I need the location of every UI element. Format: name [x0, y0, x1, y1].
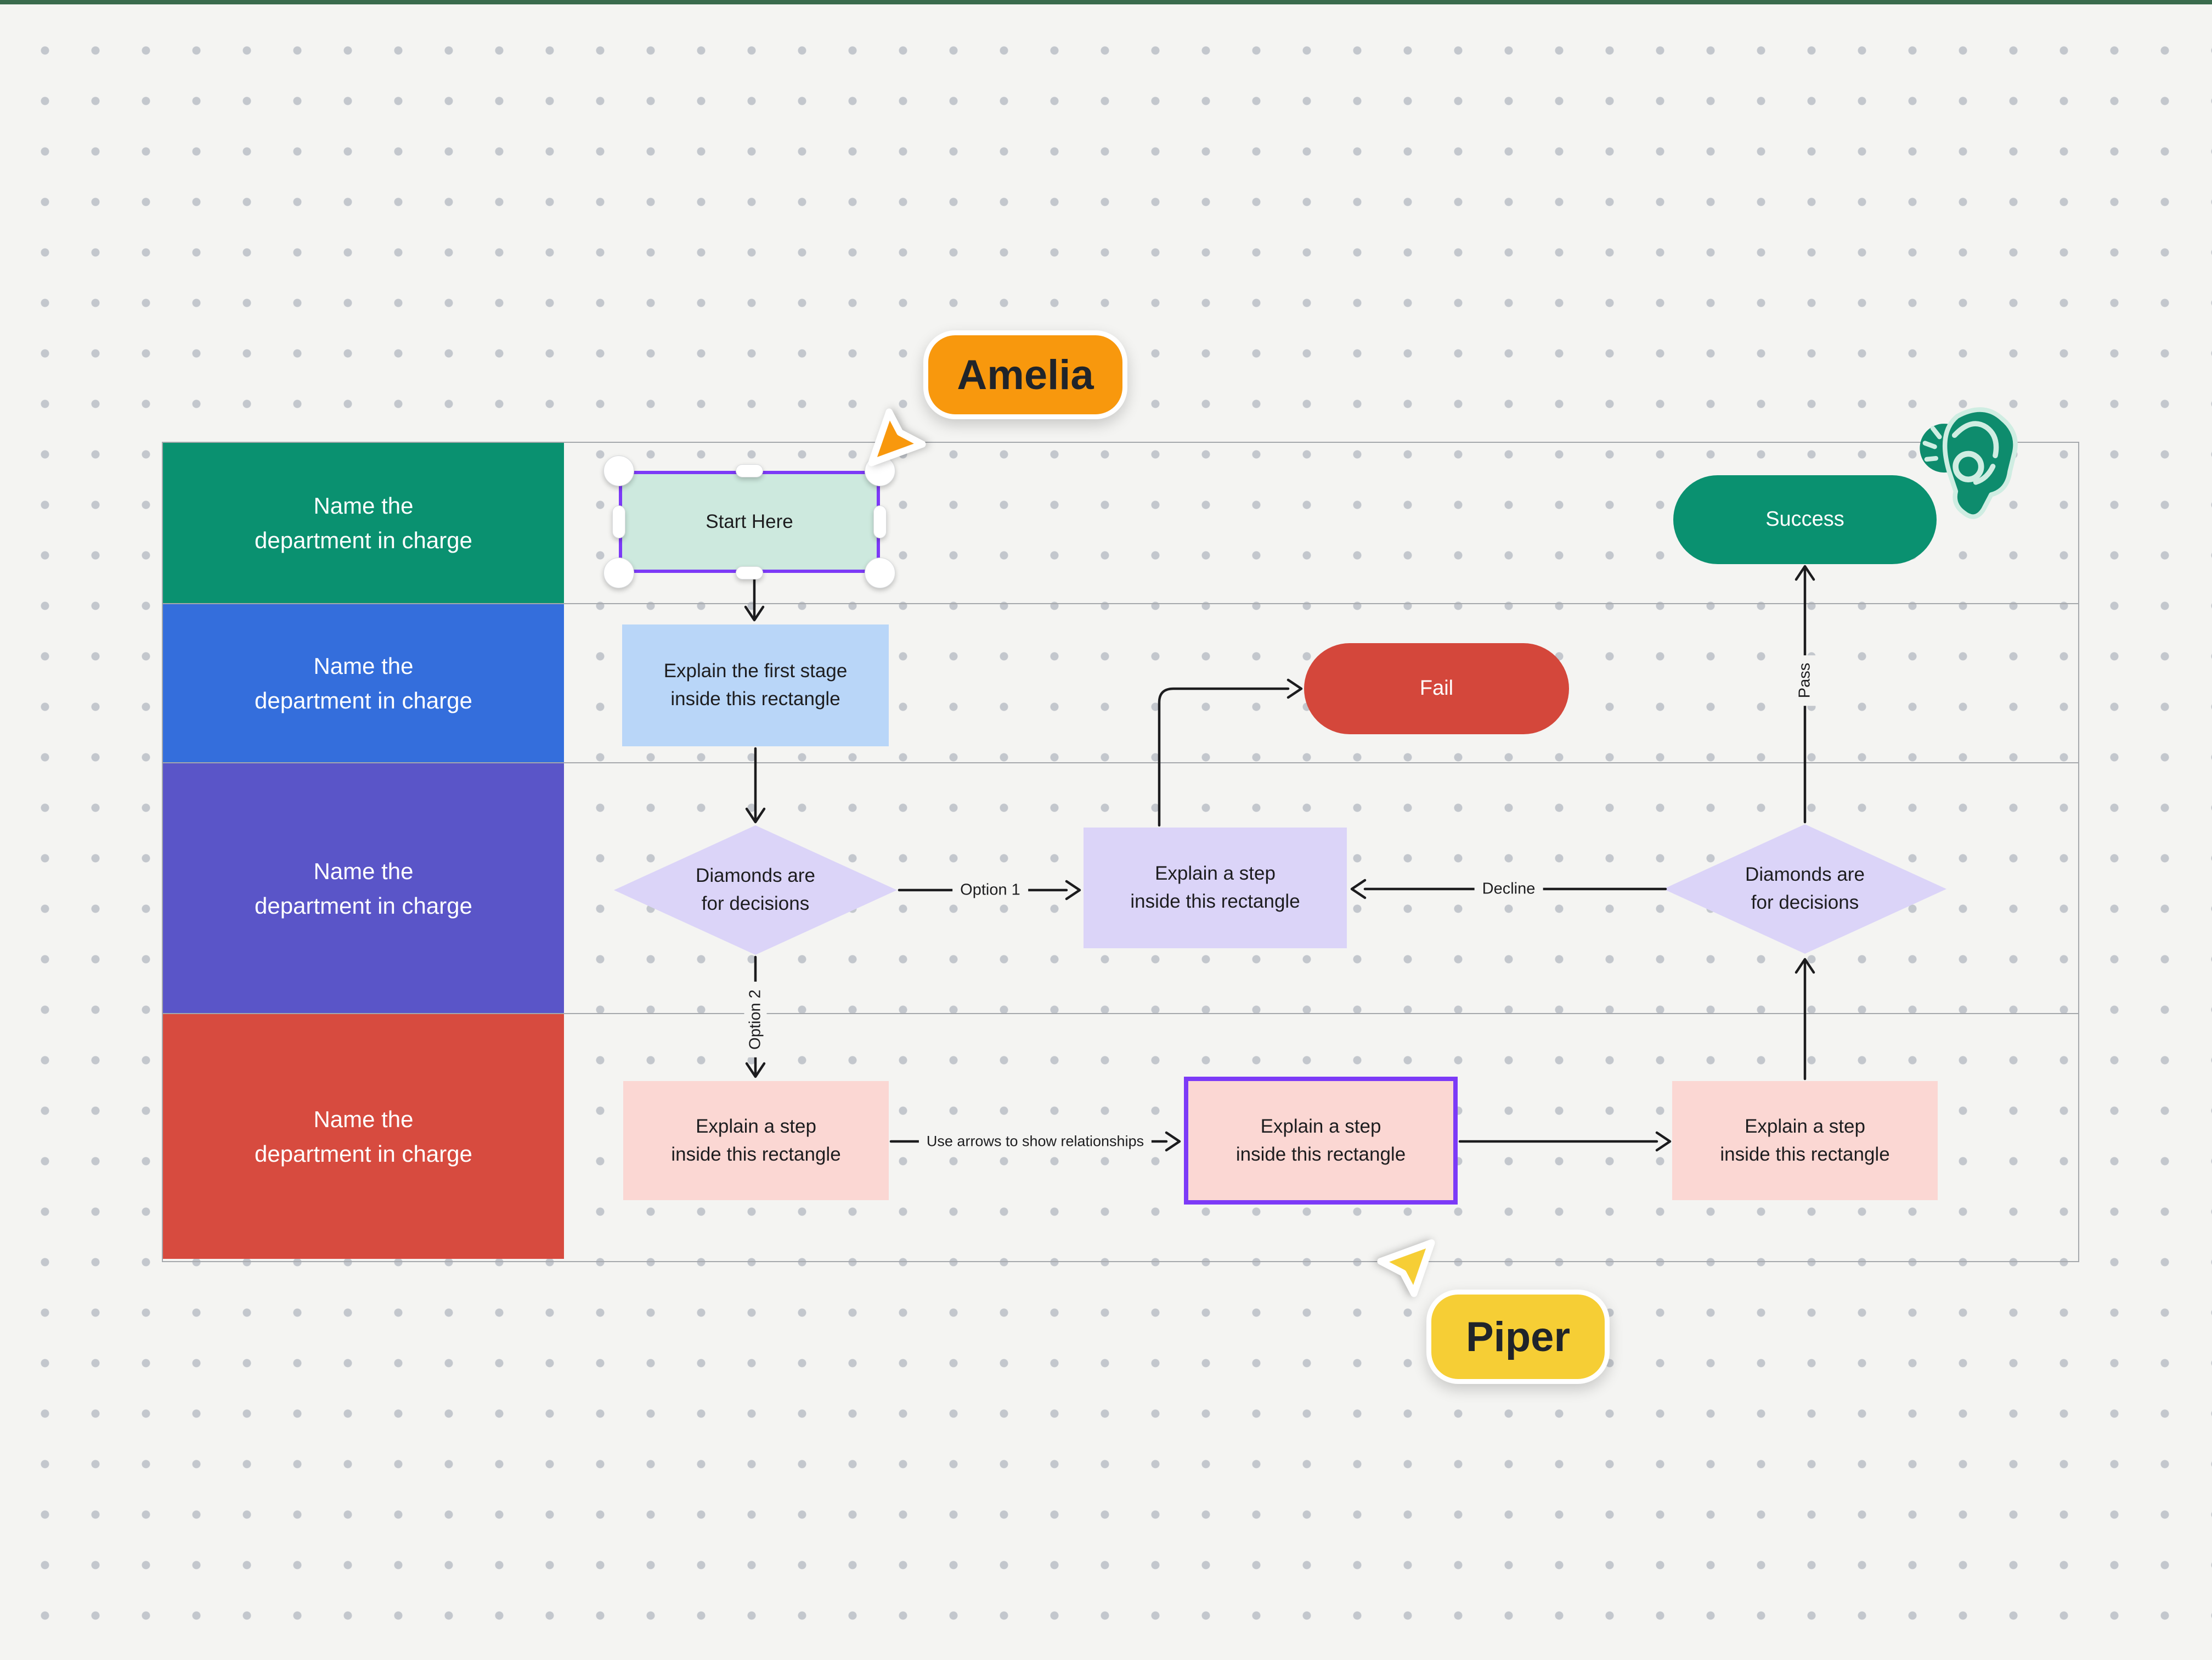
snapping-hand-icon — [1920, 407, 2018, 519]
resize-handle-bottom-left[interactable] — [603, 558, 634, 588]
step-bottom-right-node[interactable]: Explain a step inside this rectangle — [1672, 1081, 1938, 1200]
lane-header-4[interactable]: Name the department in charge — [163, 1014, 564, 1259]
connector-handle-top[interactable] — [736, 464, 763, 477]
success-terminator[interactable]: Success — [1673, 475, 1937, 564]
swimlane-row-1: Name the department in charge — [163, 443, 2078, 603]
connector-handle-bottom[interactable] — [736, 566, 763, 579]
snap-hand-sticker[interactable] — [1910, 398, 2038, 530]
piper-cursor-pointer-icon — [1377, 1239, 1435, 1297]
connector-label-pass[interactable]: Pass — [1793, 655, 1816, 706]
step-middle-node[interactable]: Explain a step inside this rectangle — [1084, 828, 1347, 948]
resize-handle-bottom-right[interactable] — [865, 558, 895, 588]
swimlane-row-4: Name the department in charge — [163, 1013, 2078, 1259]
connector-handle-right[interactable] — [873, 505, 887, 538]
decision-diamond-left[interactable]: Diamonds are for decisions — [614, 825, 897, 955]
lane-header-2[interactable]: Name the department in charge — [163, 604, 564, 762]
decision-left-label: Diamonds are for decisions — [696, 865, 815, 914]
first-stage-node[interactable]: Explain the first stage inside this rect… — [622, 624, 889, 746]
connector-label-option1[interactable]: Option 1 — [952, 879, 1028, 902]
decision-right-label: Diamonds are for decisions — [1745, 864, 1865, 913]
connector-handle-left[interactable] — [612, 505, 625, 538]
connector-label-option2[interactable]: Option 2 — [744, 982, 767, 1057]
connector-label-relationships[interactable]: Use arrows to show relationships — [918, 1130, 1152, 1152]
piper-cursor-name-badge: Piper — [1426, 1290, 1610, 1384]
amelia-cursor-name-badge: Amelia — [923, 330, 1127, 419]
swimlane-row-3: Name the department in charge — [163, 762, 2078, 1013]
swimlane-table: Name the department in charge Name the d… — [162, 442, 2079, 1262]
step-bottom-left-node[interactable]: Explain a step inside this rectangle — [623, 1081, 889, 1200]
lane-header-3[interactable]: Name the department in charge — [163, 763, 564, 1013]
resize-handle-top-left[interactable] — [603, 455, 634, 486]
decision-diamond-right[interactable]: Diamonds are for decisions — [1663, 824, 1946, 954]
fail-terminator[interactable]: Fail — [1304, 643, 1569, 734]
swimlane-row-2: Name the department in charge — [163, 603, 2078, 762]
top-accent-bar — [0, 0, 2212, 4]
lane-header-1[interactable]: Name the department in charge — [163, 443, 564, 603]
connector-label-decline[interactable]: Decline — [1474, 877, 1543, 901]
amelia-cursor-pointer-icon — [868, 408, 926, 466]
step-bottom-middle-node[interactable]: Explain a step inside this rectangle — [1184, 1077, 1458, 1205]
